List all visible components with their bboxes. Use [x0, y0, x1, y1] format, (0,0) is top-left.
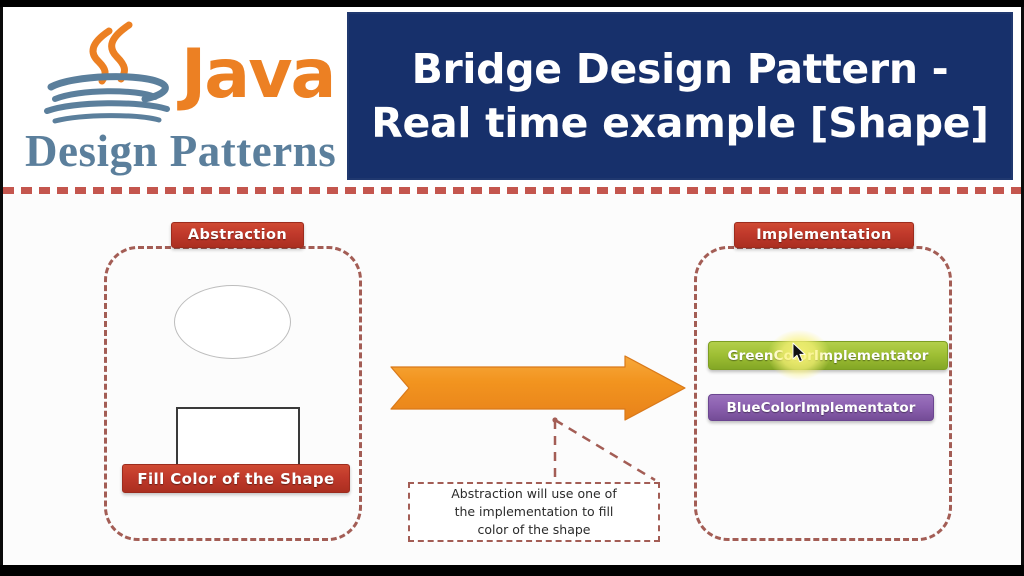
title-line-2: Real time example [Shape] [371, 99, 989, 147]
ellipse-shape [174, 285, 291, 359]
page-title: Bridge Design Pattern - Real time exampl… [361, 42, 998, 150]
letterbox-right [1021, 0, 1024, 576]
diagram-area: Abstraction Fill Color of the Shape [3, 194, 1021, 565]
header-divider [3, 187, 1021, 194]
callout-line-2: the implementation to fill [454, 504, 614, 520]
green-color-implementator-item[interactable]: GreenColorImplementator [708, 341, 948, 370]
java-design-patterns-logo: Java Design Patterns [21, 13, 341, 185]
logo-brand-text: Java [181, 35, 336, 114]
fill-color-of-the-shape-button[interactable]: Fill Color of the Shape [122, 464, 350, 493]
letterbox-left [0, 0, 3, 576]
title-banner: Bridge Design Pattern - Real time exampl… [347, 12, 1013, 180]
implementation-heading: Implementation [734, 222, 914, 248]
callout-line-3: color of the shape [477, 521, 591, 537]
java-coffee-cup-icon [33, 19, 191, 131]
logo-subtitle-text: Design Patterns [25, 126, 337, 176]
rectangle-shape [176, 407, 300, 467]
explanation-callout: Abstraction will use one of the implemen… [408, 482, 660, 542]
letterbox-top [0, 0, 1024, 7]
letterbox-bottom [0, 565, 1024, 576]
abstraction-heading: Abstraction [171, 222, 304, 248]
slide-canvas: Java Design Patterns Bridge Design Patte… [3, 7, 1021, 565]
slide-header: Java Design Patterns Bridge Design Patte… [3, 7, 1021, 194]
title-line-1: Bridge Design Pattern - [411, 44, 949, 93]
mouse-pointer-icon [792, 342, 808, 364]
explanation-callout-text: Abstraction will use one of the implemen… [445, 485, 623, 538]
callout-line-1: Abstraction will use one of [451, 486, 617, 502]
blue-color-implementator-item[interactable]: BlueColorImplementator [708, 394, 934, 421]
bridge-right-arrow-icon [389, 354, 687, 422]
